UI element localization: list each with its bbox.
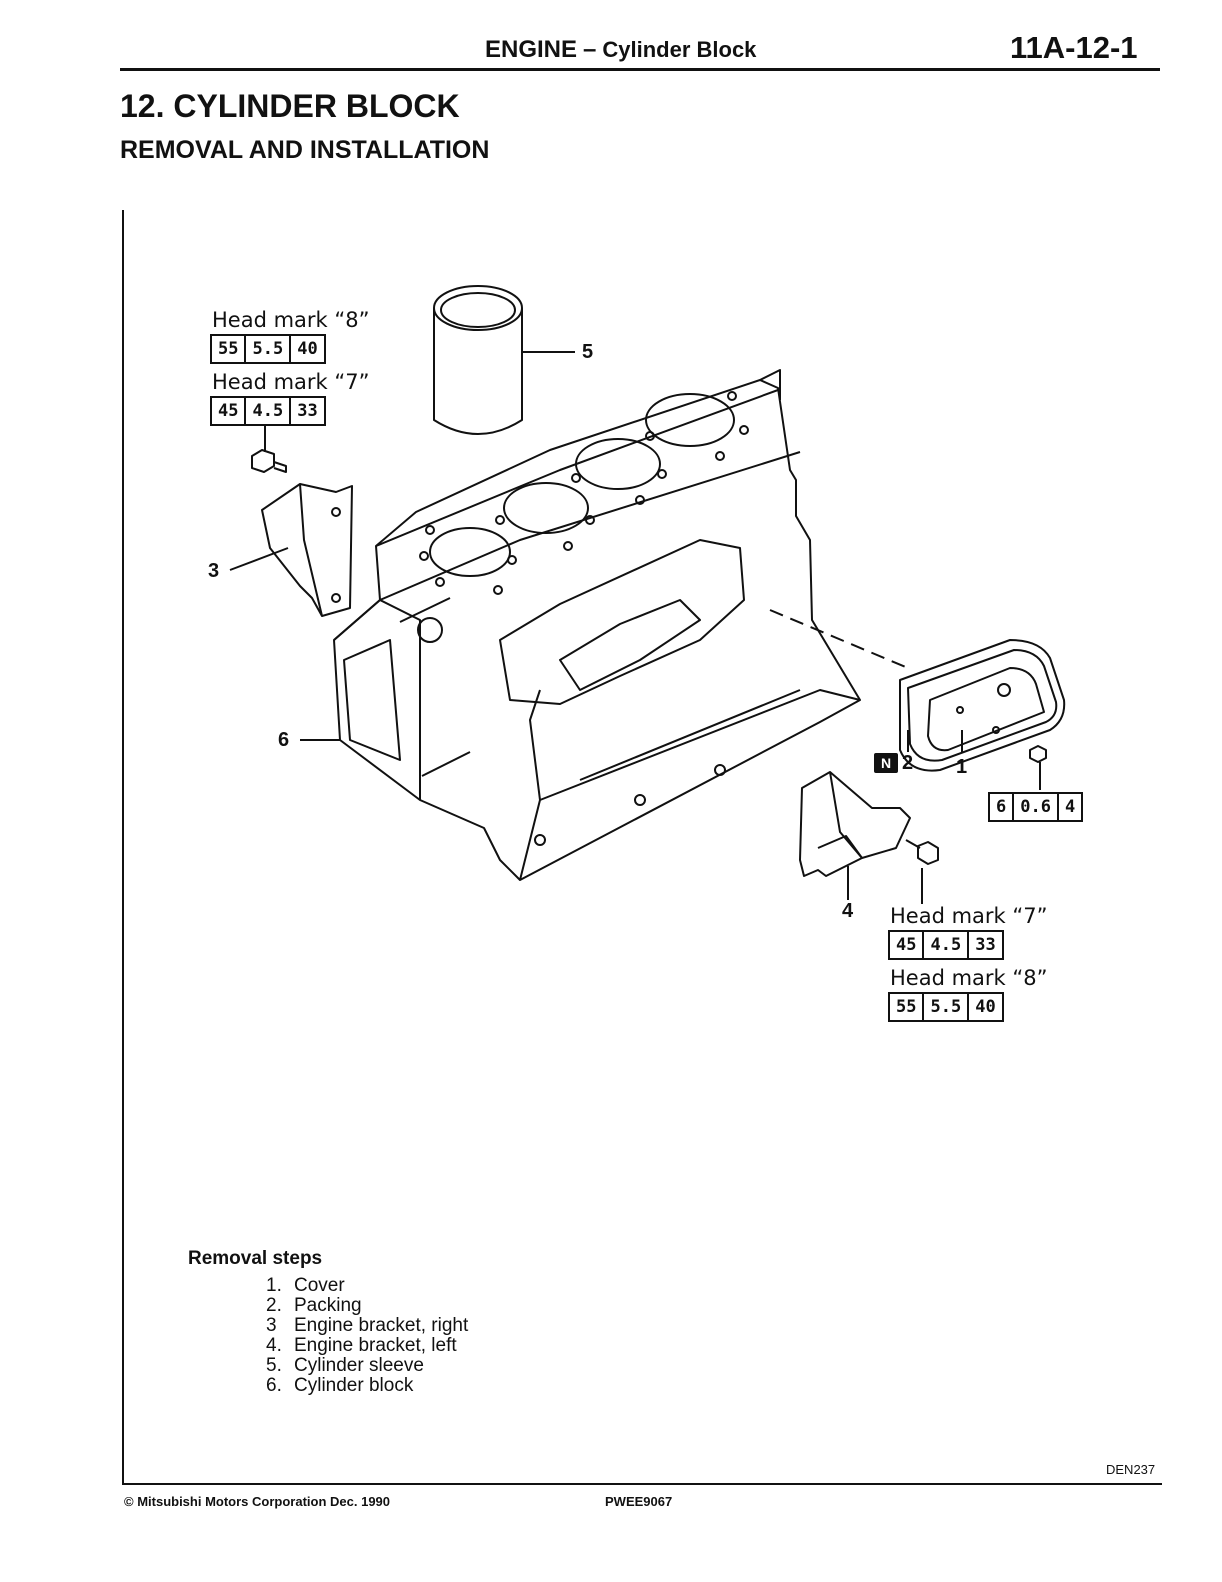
header-subsection: Cylinder Block [602,37,757,62]
torque-nm: 55 [212,336,247,362]
header-rule [120,68,1160,71]
torque-ftlbs: 33 [297,401,318,421]
head-mark-label: Head mark “7” [890,904,1048,928]
part-number-block: 6 [278,729,290,751]
list-item: 2.Packing [266,1295,362,1316]
torque-spec-box: 55 5.5 40 [888,992,1004,1022]
new-part-badge: N [874,753,898,773]
removal-steps-heading: Removal steps [188,1248,323,1269]
torque-kgm: 5.5 [246,336,292,362]
section-title: 12. CYLINDER BLOCK [120,88,460,124]
torque-nm: 45 [890,932,925,958]
section-subtitle: REMOVAL AND INSTALLATION [120,136,490,164]
torque-nm: 55 [890,994,925,1020]
cover-bolt-drawing [1029,745,1047,790]
torque-ftlbs: 40 [297,339,318,359]
torque-kgm: 4.5 [924,932,970,958]
torque-spec-box: 45 4.5 33 [210,396,326,426]
torque-ftlbs: 33 [975,935,996,955]
torque-spec-box: 55 5.5 40 [210,334,326,364]
frame-left-rule [122,210,124,1485]
torque-kgm: 0.6 [1014,794,1059,820]
bracket-bolt-bottom-drawing [905,839,939,904]
engine-bracket-right-drawing [229,483,353,617]
diagram-code: DEN237 [1106,1462,1156,1477]
header-title: ENGINE–Cylinder Block [485,36,756,64]
list-item: 5.Cylinder sleeve [266,1355,424,1376]
list-item: 4.Engine bracket, left [266,1335,457,1356]
part-number-bracket-right: 3 [208,560,220,582]
torque-nm: 45 [212,398,247,424]
cylinder-sleeve-drawing [433,285,575,435]
part-number-cover: 1 [956,756,968,778]
footer-copyright: © Mitsubishi Motors Corporation Dec. 199… [124,1494,391,1509]
part-number-packing: 2 [902,752,914,774]
page-number: 11A-12-1 [1010,30,1138,65]
cylinder-block-exploded-diagram [229,285,1066,904]
part-number-bracket-left: 4 [842,900,854,922]
list-item: 1.Cover [266,1275,345,1296]
torque-spec-box: 6 0.6 4 [988,792,1084,822]
header-section: ENGINE [485,36,578,63]
head-mark-label: Head mark “8” [890,966,1048,990]
bracket-bolt-top-drawing [251,424,287,473]
engine-bracket-left-drawing [799,771,911,900]
torque-kgm: 5.5 [924,994,970,1020]
torque-spec-box: 45 4.5 33 [888,930,1004,960]
cover-and-packing-drawing [899,639,1066,772]
list-item: 6.Cylinder block [266,1375,414,1396]
header-separator: – [583,36,597,63]
frame-bottom-rule [122,1483,1162,1485]
torque-ftlbs: 40 [975,997,996,1017]
torque-kgm: 4.5 [246,398,292,424]
head-mark-label: Head mark “7” [212,370,370,394]
torque-ftlbs: 4 [1064,797,1076,817]
footer-doc-id: PWEE9067 [605,1494,673,1509]
cover-centerline [769,609,909,669]
part-number-sleeve: 5 [582,341,594,363]
torque-nm: 6 [990,794,1015,820]
head-mark-label: Head mark “8” [212,308,370,332]
cylinder-block-drawing [300,369,861,881]
